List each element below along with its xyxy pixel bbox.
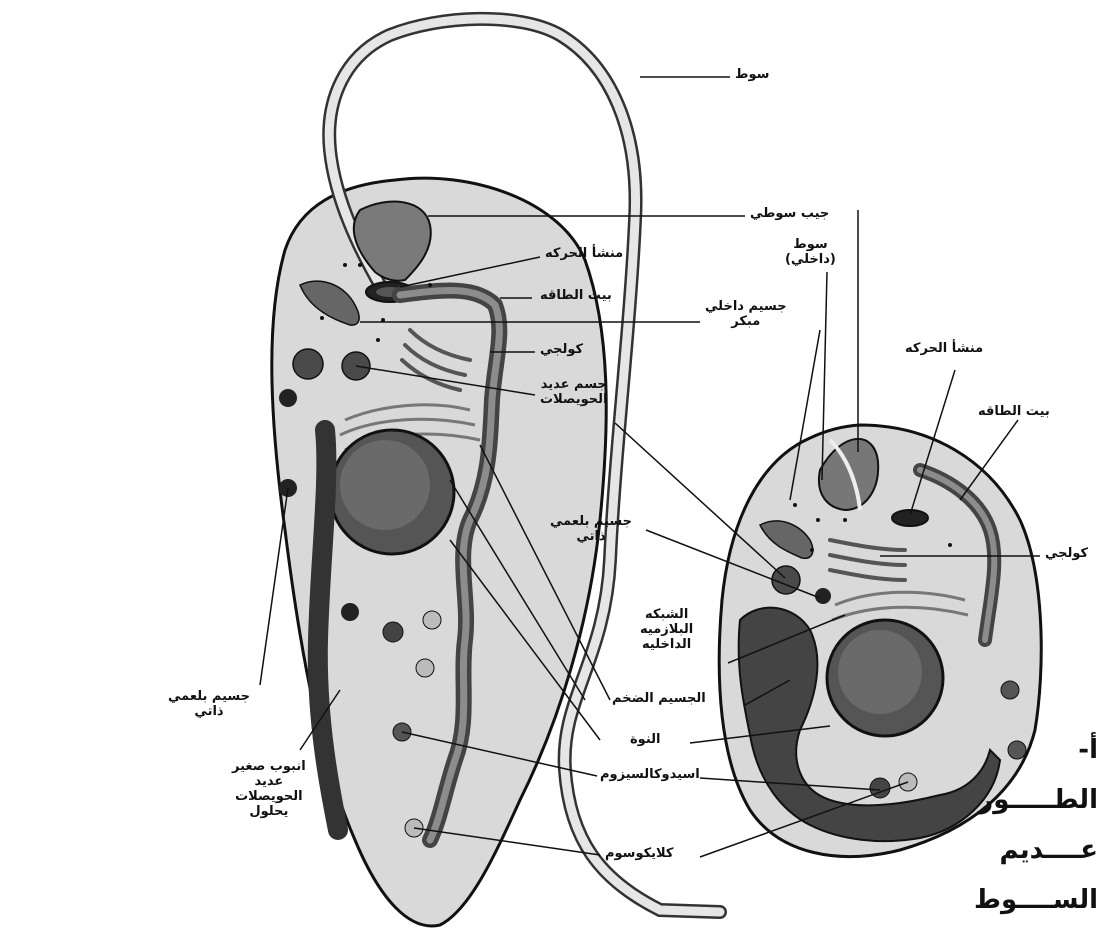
label-early-endosome: جسيم داخلي مبكر [705, 300, 787, 330]
label-kinetosome-right: منشأ الحركه [905, 342, 983, 357]
multivesicular-body [293, 349, 323, 379]
label-kinetosome: منشأ الحركه [545, 247, 623, 262]
caption-line-2: الطـــــور [978, 785, 1098, 815]
label-golgi-right: كولجي [1045, 547, 1088, 562]
label-inner-flagellum: سوط (داخلي) [785, 238, 836, 268]
label-multivesicular-body: جسم عديد الحويصلات [540, 378, 607, 408]
label-kinetoplast: بيت الطاقه [540, 289, 612, 304]
caption-line-3: عــــديم [1000, 835, 1098, 865]
label-kinetoplast-right: بيت الطاقه [978, 405, 1050, 420]
label-megasome: الجسيم الضخم [612, 692, 706, 707]
caption-line-4: الســــوط [974, 885, 1098, 915]
label-nucleus: النوة [630, 733, 660, 748]
label-flagellar-pocket: جيب سوطي [750, 207, 829, 222]
label-er: الشبكه البلازميه الداخليه [640, 608, 693, 653]
label-mvt: انبوب صغير عديد الحويصلات يحلول [232, 760, 306, 820]
caption-line-1: أ- [1078, 735, 1098, 765]
label-pseudolysosome: اسيدوكالسيزوم [600, 768, 700, 783]
label-autophagosome-left: جسيم بلعمي ذاتي [168, 690, 250, 720]
label-autophagosome-mid: جسيم بلعمي ذاتي [550, 515, 632, 545]
label-golgi: كولجي [540, 343, 583, 358]
autophagosome [279, 389, 297, 407]
pseudolysosome [383, 622, 403, 642]
label-flagellum: سوط [735, 68, 769, 83]
label-glycosome: كلايكوسوم [605, 847, 674, 862]
